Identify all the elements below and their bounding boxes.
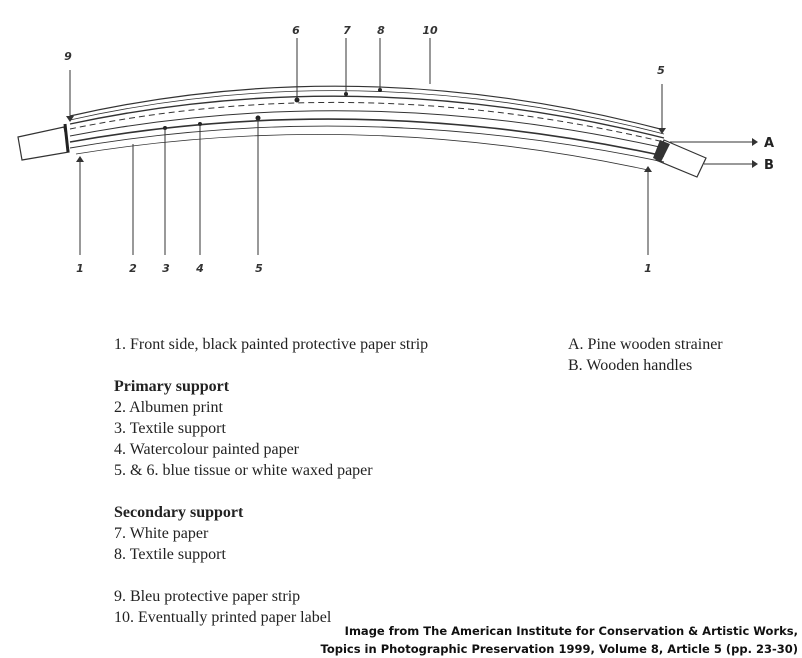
label-9: 9: [64, 50, 72, 63]
image-credit: Image from The American Institute for Co…: [321, 622, 799, 658]
legend-item-B: B. Wooden handles: [568, 357, 693, 374]
left-handle: [17, 126, 70, 161]
label-10: 10: [422, 24, 438, 37]
label-B: B: [764, 158, 774, 173]
label-8: 8: [377, 24, 385, 37]
credit-line-1: Image from The American Institute for Co…: [344, 624, 798, 638]
label-2: 2: [129, 262, 137, 275]
label-A: A: [764, 136, 774, 151]
legend-item-5-6: 5. & 6. blue tissue or white waxed paper: [114, 462, 373, 479]
legend-item-7: 7. White paper: [114, 525, 209, 542]
legend-item-2: 2. Albumen print: [114, 399, 223, 416]
label-5: 5: [255, 262, 263, 275]
label-4: 4: [195, 262, 204, 275]
secondary-support-heading: Secondary support: [114, 504, 244, 521]
strainer-end: [653, 140, 670, 162]
legend-item-1: 1. Front side, black painted protective …: [114, 336, 429, 353]
legend-item-10: 10. Eventually printed paper label: [114, 609, 332, 626]
legend-item-9: 9. Bleu protective paper strip: [114, 588, 301, 605]
credit-line-2: Topics in Photographic Preservation 1999…: [320, 642, 799, 656]
label-1-left: 1: [76, 262, 84, 275]
legend-numbers: 1. Front side, black painted protective …: [114, 334, 534, 628]
label-3: 3: [162, 262, 170, 275]
legend-letters: A. Pine wooden strainer B. Wooden handle…: [568, 334, 798, 376]
primary-support-heading: Primary support: [114, 378, 230, 395]
label-1-right: 1: [644, 262, 652, 275]
label-7: 7: [343, 24, 351, 37]
legend-item-A: A. Pine wooden strainer: [568, 336, 723, 353]
curved-layers: [69, 85, 665, 171]
legend-item-4: 4. Watercolour painted paper: [114, 441, 300, 458]
cross-section-diagram: 6 7 8 10 9 5 1 2 3 4 5 1 A B: [17, 24, 774, 275]
legend-item-8: 8. Textile support: [114, 546, 226, 563]
legend-item-3: 3. Textile support: [114, 420, 226, 437]
label-6: 6: [292, 24, 300, 37]
label-5-top: 5: [657, 64, 665, 77]
